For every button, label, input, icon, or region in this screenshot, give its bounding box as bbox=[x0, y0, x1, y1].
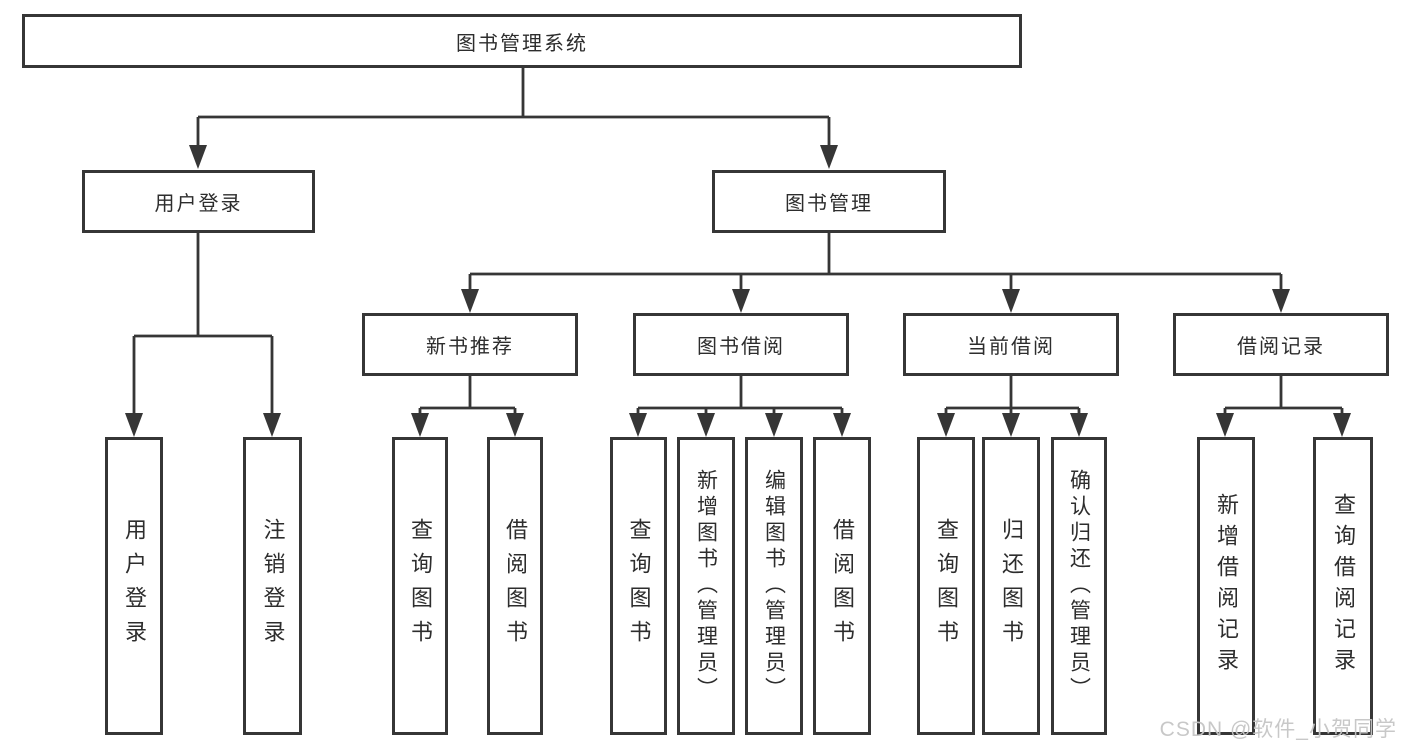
node-logout-label: 注销登录 bbox=[260, 518, 286, 654]
node-bb-edit-book-label: 编辑图书（管理员） bbox=[762, 469, 786, 703]
node-br-query-record: 查询借阅记录 bbox=[1313, 437, 1373, 735]
node-book-borrow-label: 图书借阅 bbox=[697, 336, 785, 358]
node-cb-confirm-return-label: 确认归还（管理员） bbox=[1067, 469, 1091, 703]
node-br-query-record-label: 查询借阅记录 bbox=[1331, 493, 1356, 679]
node-cb-return-book-label: 归还图书 bbox=[999, 518, 1024, 654]
node-br-add-record-label: 新增借阅记录 bbox=[1214, 493, 1239, 679]
node-bb-query-book-label: 查询图书 bbox=[626, 518, 652, 654]
node-root-label: 图书管理系统 bbox=[456, 32, 588, 55]
node-new-book-recommend-label: 新书推荐 bbox=[426, 336, 514, 358]
node-login: 用户登录 bbox=[105, 437, 163, 735]
node-bb-add-book: 新增图书（管理员） bbox=[677, 437, 735, 735]
node-bb-add-book-label: 新增图书（管理员） bbox=[694, 469, 718, 703]
node-current-borrow: 当前借阅 bbox=[903, 313, 1119, 376]
node-user-login-label: 用户登录 bbox=[154, 193, 243, 215]
node-nbr-query-book-label: 查询图书 bbox=[408, 518, 433, 654]
node-bb-edit-book: 编辑图书（管理员） bbox=[745, 437, 803, 735]
node-login-label: 用户登录 bbox=[122, 518, 147, 654]
node-br-add-record: 新增借阅记录 bbox=[1197, 437, 1255, 735]
node-nbr-borrow-book: 借阅图书 bbox=[487, 437, 543, 735]
node-root: 图书管理系统 bbox=[22, 14, 1022, 68]
node-book-management-label: 图书管理 bbox=[785, 193, 873, 215]
node-new-book-recommend: 新书推荐 bbox=[362, 313, 578, 376]
node-bb-borrow-book-label: 借阅图书 bbox=[830, 518, 855, 654]
node-cb-confirm-return: 确认归还（管理员） bbox=[1051, 437, 1107, 735]
watermark: CSDN @软件_小贺同学 bbox=[1159, 718, 1397, 741]
node-borrow-record-label: 借阅记录 bbox=[1237, 336, 1325, 358]
node-cb-query-book: 查询图书 bbox=[917, 437, 975, 735]
node-nbr-borrow-book-label: 借阅图书 bbox=[503, 518, 528, 654]
node-user-login: 用户登录 bbox=[82, 170, 315, 233]
node-book-borrow: 图书借阅 bbox=[633, 313, 849, 376]
node-cb-return-book: 归还图书 bbox=[982, 437, 1040, 735]
node-bb-borrow-book: 借阅图书 bbox=[813, 437, 871, 735]
node-borrow-record: 借阅记录 bbox=[1173, 313, 1389, 376]
node-bb-query-book: 查询图书 bbox=[610, 437, 667, 735]
node-current-borrow-label: 当前借阅 bbox=[967, 336, 1055, 358]
node-cb-query-book-label: 查询图书 bbox=[934, 518, 959, 654]
node-nbr-query-book: 查询图书 bbox=[392, 437, 448, 735]
node-book-management: 图书管理 bbox=[712, 170, 946, 233]
node-logout: 注销登录 bbox=[243, 437, 302, 735]
